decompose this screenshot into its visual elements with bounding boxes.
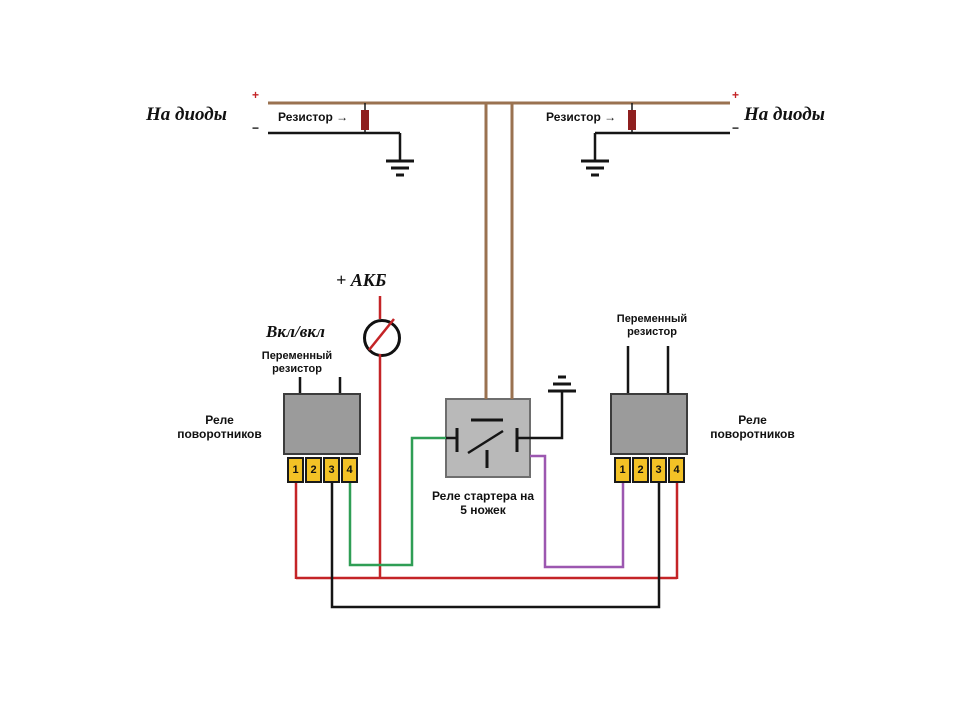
terminal-left-4: 4 bbox=[341, 457, 358, 483]
label-plus-right: + bbox=[732, 88, 740, 102]
terminal-left-3: 3 bbox=[323, 457, 340, 483]
label-plus-left: + bbox=[252, 88, 260, 102]
label-resistor-left: Резистор → bbox=[278, 110, 349, 124]
terminal-right-1: 1 bbox=[614, 457, 631, 483]
label-var-resistor-left: Переменный резистор bbox=[261, 350, 333, 375]
wire-purple-signal-wire bbox=[530, 454, 625, 569]
terminal-right-3: 3 bbox=[650, 457, 667, 483]
label-turn-relay-right: Реле поворотников bbox=[710, 413, 795, 442]
turn-relay-box-right bbox=[610, 393, 688, 455]
terminal-right-2: 2 bbox=[632, 457, 649, 483]
resistor-block-right bbox=[628, 110, 636, 130]
label-battery: + АКБ bbox=[336, 270, 387, 290]
label-minus-right: − bbox=[732, 121, 740, 135]
label-minus-left: − bbox=[252, 121, 260, 135]
label-resistor-right: Резистор → bbox=[546, 110, 617, 124]
label-starter-relay: Реле стартера на 5 ножек bbox=[431, 489, 535, 518]
turn-relay-box-left bbox=[283, 393, 361, 455]
switch-symbol bbox=[363, 319, 401, 357]
terminal-right-4: 4 bbox=[668, 457, 685, 483]
terminal-left-2: 2 bbox=[305, 457, 322, 483]
label-turn-relay-left: Реле поворотников bbox=[177, 413, 262, 442]
terminal-left-1: 1 bbox=[287, 457, 304, 483]
label-switch: Вкл/вкл bbox=[266, 322, 326, 341]
label-diodes-left: На диоды bbox=[146, 104, 227, 125]
starter-relay-box bbox=[445, 398, 531, 478]
label-diodes-right: На диоды bbox=[744, 104, 825, 125]
resistor-block-left bbox=[361, 110, 369, 130]
wire-central-gnd-stem bbox=[530, 391, 564, 440]
label-var-resistor-right: Переменный резистор bbox=[616, 313, 688, 338]
